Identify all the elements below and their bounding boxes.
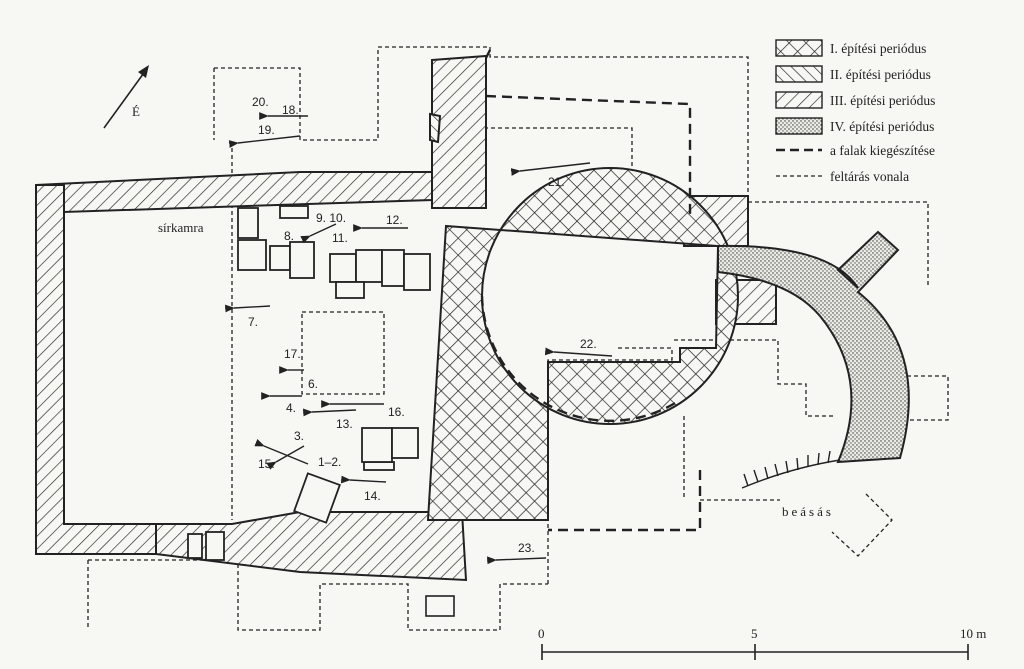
label-14: 14. [364, 489, 381, 503]
legend-swatch-1 [775, 39, 823, 57]
trench-label: beásás [782, 504, 834, 519]
legend-swatch-3 [775, 91, 823, 109]
label-13: 13. [336, 417, 353, 431]
legend-label-1: I. építési periódus [830, 41, 926, 56]
label-16: 16. [388, 405, 405, 419]
number-labels: 20. 18. 19. 21. 9. 10. 12. 8. 11. 7. 22.… [158, 95, 834, 555]
label-7: 7. [248, 315, 258, 329]
walls-period-III [35, 54, 777, 582]
walls-period-II [429, 112, 442, 144]
section-arrows [224, 112, 613, 565]
grave-chamber-label: sírkamra [158, 220, 204, 235]
label-15: 15. [258, 457, 275, 471]
scale-tick-0: 0 [538, 626, 545, 641]
legend-label-2: II. építési periódus [830, 67, 931, 82]
legend-swatch-4 [775, 117, 823, 135]
legend: I. építési periódus II. építési periódus… [775, 39, 935, 184]
label-4: 4. [286, 401, 296, 415]
north-arrow: É [103, 65, 149, 129]
label-18: 18. [282, 103, 299, 117]
label-12: 12. [386, 213, 403, 227]
label-8: 8. [284, 229, 294, 243]
grave-chamber-stones [187, 205, 431, 561]
legend-label-4: IV. építési periódus [830, 119, 934, 134]
label-9-10: 9. 10. [316, 211, 346, 225]
label-6: 6. [308, 377, 318, 391]
label-1-2: 1–2. [318, 455, 341, 469]
label-23: 23. [518, 541, 535, 555]
rotunda-period-I [426, 167, 740, 521]
label-3: 3. [294, 429, 304, 443]
wall-completion [484, 49, 702, 532]
north-label: É [132, 104, 140, 119]
legend-label-3: III. építési periódus [830, 93, 935, 108]
label-21: 21. [548, 175, 565, 189]
label-20: 20. [252, 95, 269, 109]
label-22: 22. [580, 337, 597, 351]
label-11: 11. [332, 231, 348, 245]
label-17: 17. [284, 347, 301, 361]
scale-bar: 0 5 10 m [538, 626, 986, 660]
legend-label-5: a falak kiegészítése [830, 143, 935, 158]
scale-tick-10: 10 m [960, 626, 986, 641]
legend-label-6: feltárás vonala [830, 169, 909, 184]
label-19: 19. [258, 123, 275, 137]
apse-period-IV [717, 230, 910, 464]
scale-tick-5: 5 [751, 626, 758, 641]
trench [741, 450, 841, 489]
legend-swatch-2 [775, 65, 823, 83]
